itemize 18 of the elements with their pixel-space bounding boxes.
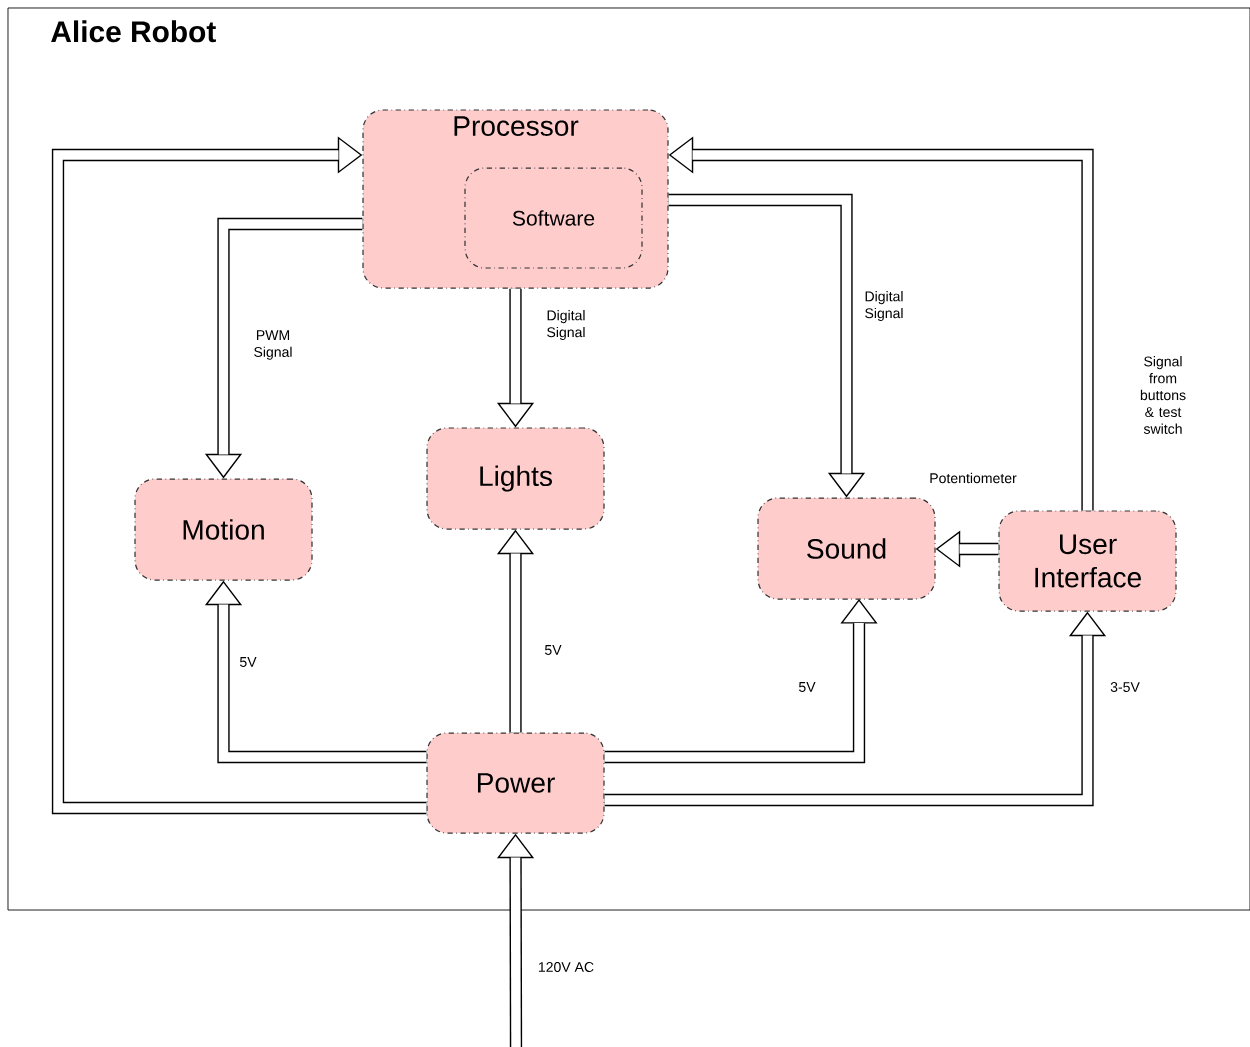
edge-label: PWM Signal: [254, 330, 292, 360]
edge-label: 5V: [239, 657, 257, 667]
edge-label: Digital Signal: [547, 310, 585, 340]
edge-label: 5V: [544, 645, 562, 655]
title: Alice Robot: [51, 20, 216, 43]
block-box: User Interface: [998, 510, 1177, 612]
edge-label: Digital Signal: [865, 291, 903, 321]
edge-label: 5V: [798, 682, 816, 692]
edge-label: 120V AC: [538, 962, 594, 972]
edge-label: 3-5V: [1110, 682, 1140, 692]
software-box: Software: [464, 167, 643, 269]
block-box: Sound: [757, 497, 936, 600]
block-box: Power: [426, 732, 605, 834]
block-box: Motion: [134, 478, 313, 581]
edge-label: Potentiometer: [930, 472, 1017, 484]
edge-label: Signal from buttons & test switch: [1140, 356, 1186, 434]
arrow: [51, 136, 427, 815]
block-box: Lights: [426, 427, 605, 530]
